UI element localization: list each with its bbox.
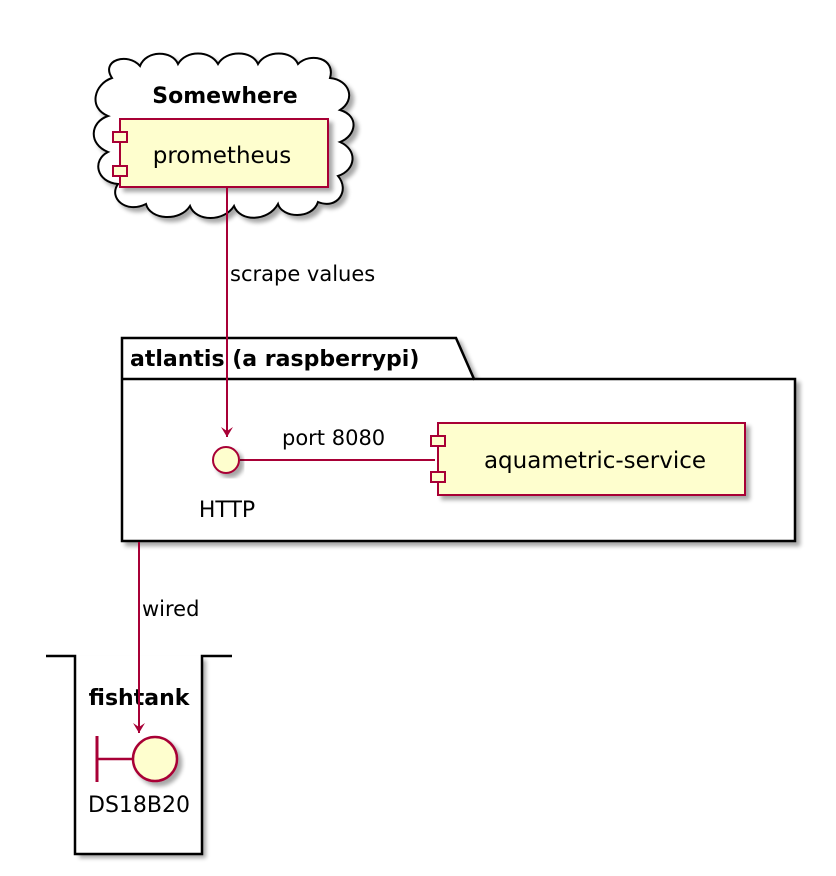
- edge-port-8080: port 8080: [240, 426, 435, 461]
- prometheus-label: prometheus: [153, 143, 291, 169]
- component-icon-tab-bottom: [430, 471, 446, 483]
- component-icon-tab-top: [430, 435, 446, 447]
- edge-wired: wired: [133, 542, 199, 733]
- interface-icon: [212, 446, 240, 474]
- component-icon-tab-bottom: [112, 165, 128, 177]
- boundary-icon: [131, 735, 179, 783]
- http-label: HTTP: [199, 498, 255, 523]
- edge-scrape-label: scrape values: [230, 262, 375, 286]
- ds18b20-boundary[interactable]: DS18B20: [88, 735, 190, 818]
- http-interface[interactable]: HTTP: [199, 446, 255, 523]
- edge-scrape-values: scrape values: [221, 188, 375, 437]
- aquametric-service-component[interactable]: aquametric-service: [430, 422, 746, 496]
- component-icon-tab-top: [112, 131, 128, 143]
- service-label: aquametric-service: [484, 448, 706, 474]
- prometheus-component[interactable]: prometheus: [112, 118, 329, 188]
- edge-port-label: port 8080: [282, 426, 385, 450]
- cloud-title: Somewhere: [152, 84, 297, 109]
- edge-wired-label: wired: [142, 597, 199, 621]
- package-title: atlantis (a raspberrypi): [130, 347, 419, 372]
- sensor-label: DS18B20: [88, 793, 190, 818]
